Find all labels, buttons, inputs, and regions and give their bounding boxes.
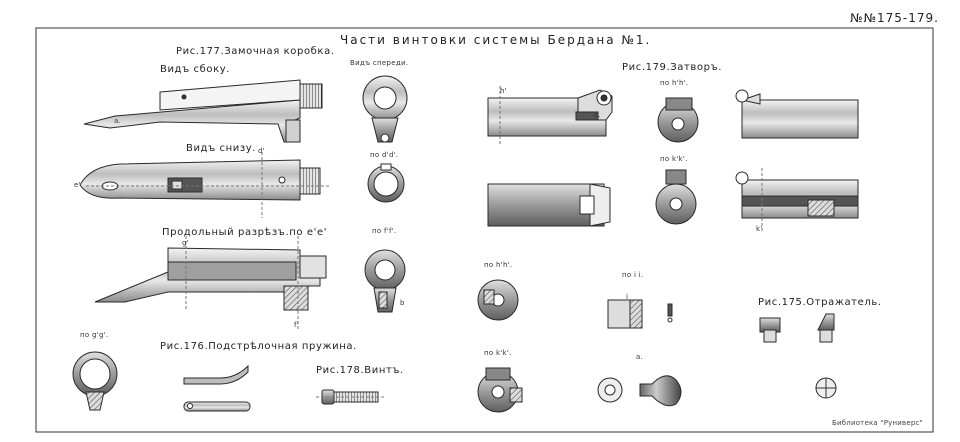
letter-d: d' bbox=[258, 147, 265, 155]
letter-h: h' bbox=[500, 87, 507, 95]
plate-border bbox=[35, 27, 934, 433]
fig177-caption: Рис.177.Замочная коробка. bbox=[176, 46, 335, 57]
firing-pin-part-a bbox=[597, 375, 682, 407]
fig179-section-hh-lower-label: по h'h'. bbox=[484, 261, 513, 269]
receiver-front-view bbox=[362, 75, 408, 143]
fig177-front-view-label: Видъ спереди. bbox=[350, 59, 409, 67]
fig177-section-label: Продольный разрѣзъ.по е'е' bbox=[162, 227, 328, 238]
fig177-section-dd-label: по d'd'. bbox=[370, 151, 399, 159]
bolt-top-view bbox=[735, 89, 859, 139]
sear-spring bbox=[183, 364, 251, 412]
letter-f: f' bbox=[294, 321, 299, 329]
bolt-side-view bbox=[487, 86, 613, 146]
letter-g: g' bbox=[182, 239, 189, 247]
fig176-caption: Рис.176.Подстрѣлочная пружина. bbox=[160, 341, 357, 352]
bolt-end-hh bbox=[657, 97, 699, 143]
fig177-side-view-label: Видъ сбоку. bbox=[160, 64, 231, 75]
fig179-section-hh-label: по h'h'. bbox=[660, 79, 689, 87]
letter-a: a. bbox=[114, 117, 122, 125]
letter-k: k' bbox=[756, 225, 763, 233]
receiver-bottom-view bbox=[79, 152, 330, 218]
fig178-caption: Рис.178.Винтъ. bbox=[316, 365, 404, 376]
bolt-section-ii bbox=[607, 299, 673, 329]
extractor-side bbox=[817, 313, 835, 343]
fig179-caption: Рис.179.Затворъ. bbox=[622, 62, 723, 73]
receiver-section-gg bbox=[72, 351, 118, 411]
receiver-section-view bbox=[94, 236, 327, 330]
plate-title: Части винтовки системы Бердана №1. bbox=[340, 33, 652, 47]
letter-b: b bbox=[400, 299, 405, 307]
receiver-section-ff bbox=[364, 249, 406, 313]
fig179-section-ii-label: по i i. bbox=[622, 271, 644, 279]
letter-e: e' bbox=[74, 181, 81, 189]
extractor-front bbox=[759, 317, 781, 343]
bolt-section-kk-lower bbox=[477, 367, 523, 413]
letter-c: c. bbox=[594, 111, 601, 119]
plate-number: №№175-179. bbox=[850, 11, 939, 25]
letter-i: i bbox=[626, 293, 629, 301]
screw bbox=[316, 389, 386, 405]
bolt-end-kk bbox=[655, 169, 697, 225]
fig177-section-ff-label: по f'f'. bbox=[372, 227, 397, 235]
fig175-caption: Рис.175.Отражатель. bbox=[758, 297, 882, 308]
bolt-section-hh-lower bbox=[477, 279, 519, 321]
fig179-section-kk-label: по k'k'. bbox=[660, 155, 688, 163]
fig179-section-kk-lower-label: по k'k'. bbox=[484, 349, 512, 357]
extractor-end bbox=[815, 377, 837, 399]
fig179-part-a-label: a. bbox=[636, 353, 644, 361]
library-credit: Библиотека "Руниверс" bbox=[832, 419, 923, 427]
bolt-underside-view bbox=[487, 183, 611, 227]
fig177-section-gg-label: по g'g'. bbox=[80, 331, 109, 339]
fig177-bottom-view-label: Видъ снизу. bbox=[186, 143, 257, 154]
receiver-section-dd bbox=[367, 163, 405, 203]
receiver-side-view bbox=[83, 79, 323, 143]
bolt-section-view bbox=[735, 168, 859, 232]
